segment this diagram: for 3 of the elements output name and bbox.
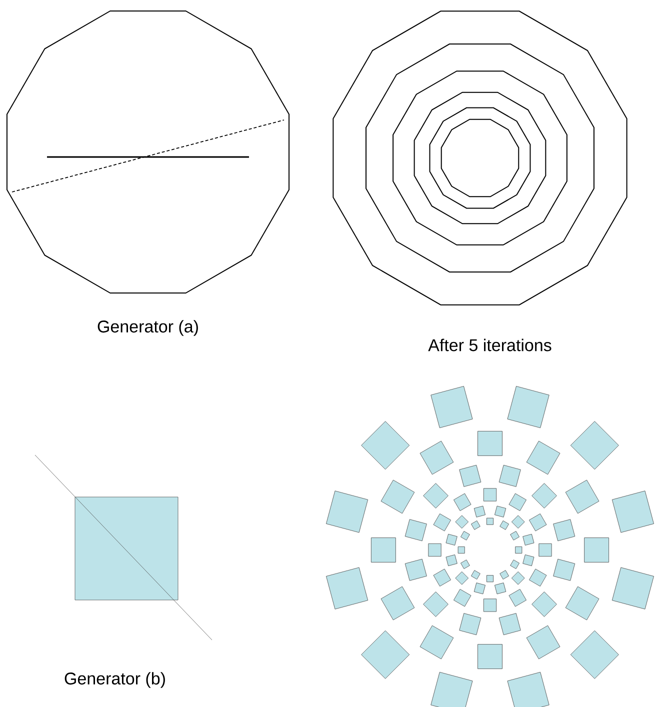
caption: After 5 iterations	[428, 338, 552, 352]
caption: Generator (b)	[64, 672, 165, 688]
caption: Generator (a)	[98, 320, 198, 336]
